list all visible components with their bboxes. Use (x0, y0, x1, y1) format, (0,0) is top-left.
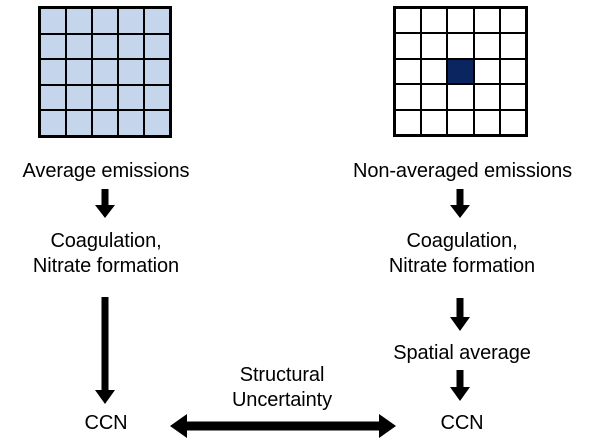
grid-cell (473, 58, 500, 85)
grid-cell (395, 84, 422, 110)
grid-cell (499, 109, 526, 135)
grid-cell (473, 84, 500, 110)
grid-cell (499, 33, 526, 59)
grid-cell (118, 8, 144, 34)
grid-cell (66, 110, 92, 136)
grid-cell (421, 84, 448, 110)
grid-cell (144, 59, 170, 85)
grid-cell (66, 33, 92, 60)
label-coagulation-nitrate-right: Coagulation, Nitrate formation (388, 230, 536, 277)
label-average-emissions: Average emissions (22, 160, 190, 182)
label-ccn-left: CCN (84, 412, 128, 434)
grid-cell (118, 110, 144, 136)
grid-cell (92, 8, 118, 34)
grid-cell (40, 84, 66, 111)
grid-cell (421, 58, 448, 85)
grid-cell (40, 59, 66, 85)
grid-cell (92, 110, 118, 136)
down-arrow-icon-nonaveraged-to-coagulation (446, 189, 474, 219)
grid-cell (421, 8, 448, 34)
grid-cell (144, 84, 170, 111)
grid-cell (499, 8, 526, 34)
grid-cell (92, 84, 118, 111)
grid-cell (118, 84, 144, 111)
grid-cell (395, 109, 422, 135)
grid-cell (447, 8, 474, 34)
label-ccn-right: CCN (440, 412, 484, 434)
grid-cell-highlighted (447, 58, 474, 85)
grid-cell (118, 59, 144, 85)
down-arrow-icon-spatial-average-to-ccn (446, 370, 474, 402)
grid-cell (499, 84, 526, 110)
grid-cell (395, 33, 422, 59)
non-averaged-emissions-grid (393, 6, 528, 137)
grid-cell (66, 8, 92, 34)
grid-cell (421, 33, 448, 59)
double-headed-arrow-icon-structural-uncertainty (170, 412, 396, 440)
label-coagulation-nitrate-left: Coagulation, Nitrate formation (32, 230, 180, 277)
grid-cell (144, 33, 170, 60)
grid-cell (473, 109, 500, 135)
grid-cell (447, 33, 474, 59)
grid-cell (66, 59, 92, 85)
grid-cell (66, 84, 92, 111)
grid-cell (40, 110, 66, 136)
down-arrow-icon-coagulation-to-spatial-average (446, 298, 474, 332)
label-non-averaged-emissions: Non-averaged emissions (352, 160, 573, 182)
grid-cell (118, 33, 144, 60)
grid-cell (92, 59, 118, 85)
grid-cell (395, 58, 422, 85)
grid-cell (395, 8, 422, 34)
grid-cell (473, 33, 500, 59)
grid-cell (499, 58, 526, 85)
down-arrow-icon-average-to-coagulation (91, 189, 119, 219)
label-spatial-average: Spatial average (393, 342, 531, 364)
grid-cell (447, 84, 474, 110)
grid-cell (421, 109, 448, 135)
grid-cell (40, 33, 66, 60)
long-down-arrow-icon-coagulation-to-ccn (91, 297, 119, 405)
grid-cell (473, 8, 500, 34)
grid-cell (447, 109, 474, 135)
grid-cell (144, 8, 170, 34)
grid-cell (92, 33, 118, 60)
label-structural-uncertainty: Structural Uncertainty (231, 364, 333, 411)
grid-cell (40, 8, 66, 34)
grid-cell (144, 110, 170, 136)
average-emissions-grid (38, 6, 172, 138)
